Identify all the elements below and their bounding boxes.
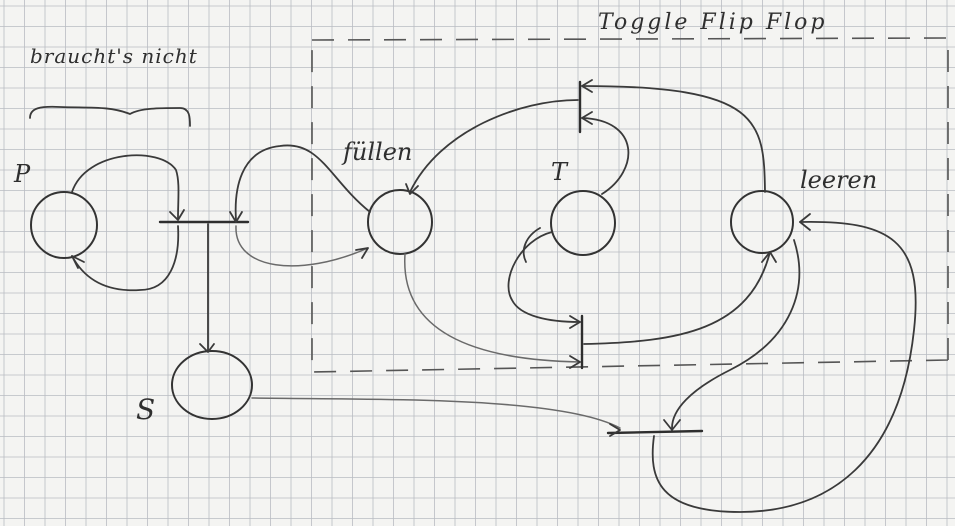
arc-s-to-bottom-transition (251, 397, 621, 429)
arc-p-to-left-transition (71, 154, 180, 219)
arrowhead (229, 211, 243, 223)
arc-t-to-middle-transition (507, 231, 581, 323)
arrowhead (569, 315, 581, 329)
transition-bottom (606, 429, 704, 435)
arrowhead (581, 111, 593, 125)
label-place-p: P (14, 160, 31, 188)
place-fill (367, 189, 433, 255)
arc-fill-to-left-transition (234, 144, 371, 221)
arc-bottom-transition-to-empty (651, 221, 917, 513)
note-label: braucht's nicht (30, 44, 198, 68)
frame-title: Toggle Flip Flop (598, 10, 828, 35)
arrowhead (199, 343, 215, 353)
arc-t-to-top-left (522, 227, 541, 263)
arrowhead (169, 209, 185, 221)
arc-left-transition-to-fill (235, 225, 369, 267)
arrowhead (799, 213, 811, 231)
arrowhead (355, 247, 369, 259)
arrowhead (663, 419, 681, 431)
place-empty (730, 190, 794, 254)
arc-middle-transition-to-empty (583, 251, 771, 345)
label-empty: leeren (800, 166, 878, 194)
label-place-s: S (136, 393, 156, 426)
arc-t-to-top-transition (581, 117, 630, 195)
arrowhead (71, 255, 85, 269)
arrowhead (761, 251, 777, 263)
label-fill: füllen (343, 138, 413, 166)
arc-empty-to-bottom-transition (671, 239, 801, 429)
place-t (550, 190, 616, 256)
label-place-t: T (551, 158, 568, 186)
place-s (171, 350, 253, 420)
note-brace (29, 105, 191, 127)
arrowhead (569, 355, 581, 369)
arc-empty-to-top-transition (581, 85, 766, 193)
arc-left-transition-to-p (71, 225, 180, 292)
arrowhead (609, 423, 621, 437)
place-p (30, 191, 98, 259)
arc-top-transition-to-fill (409, 99, 579, 193)
arc-fill-to-middle-transition (404, 253, 581, 363)
arrowhead (581, 79, 593, 93)
arrowhead (405, 183, 419, 195)
toggle-flip-flop-frame (311, 37, 949, 373)
